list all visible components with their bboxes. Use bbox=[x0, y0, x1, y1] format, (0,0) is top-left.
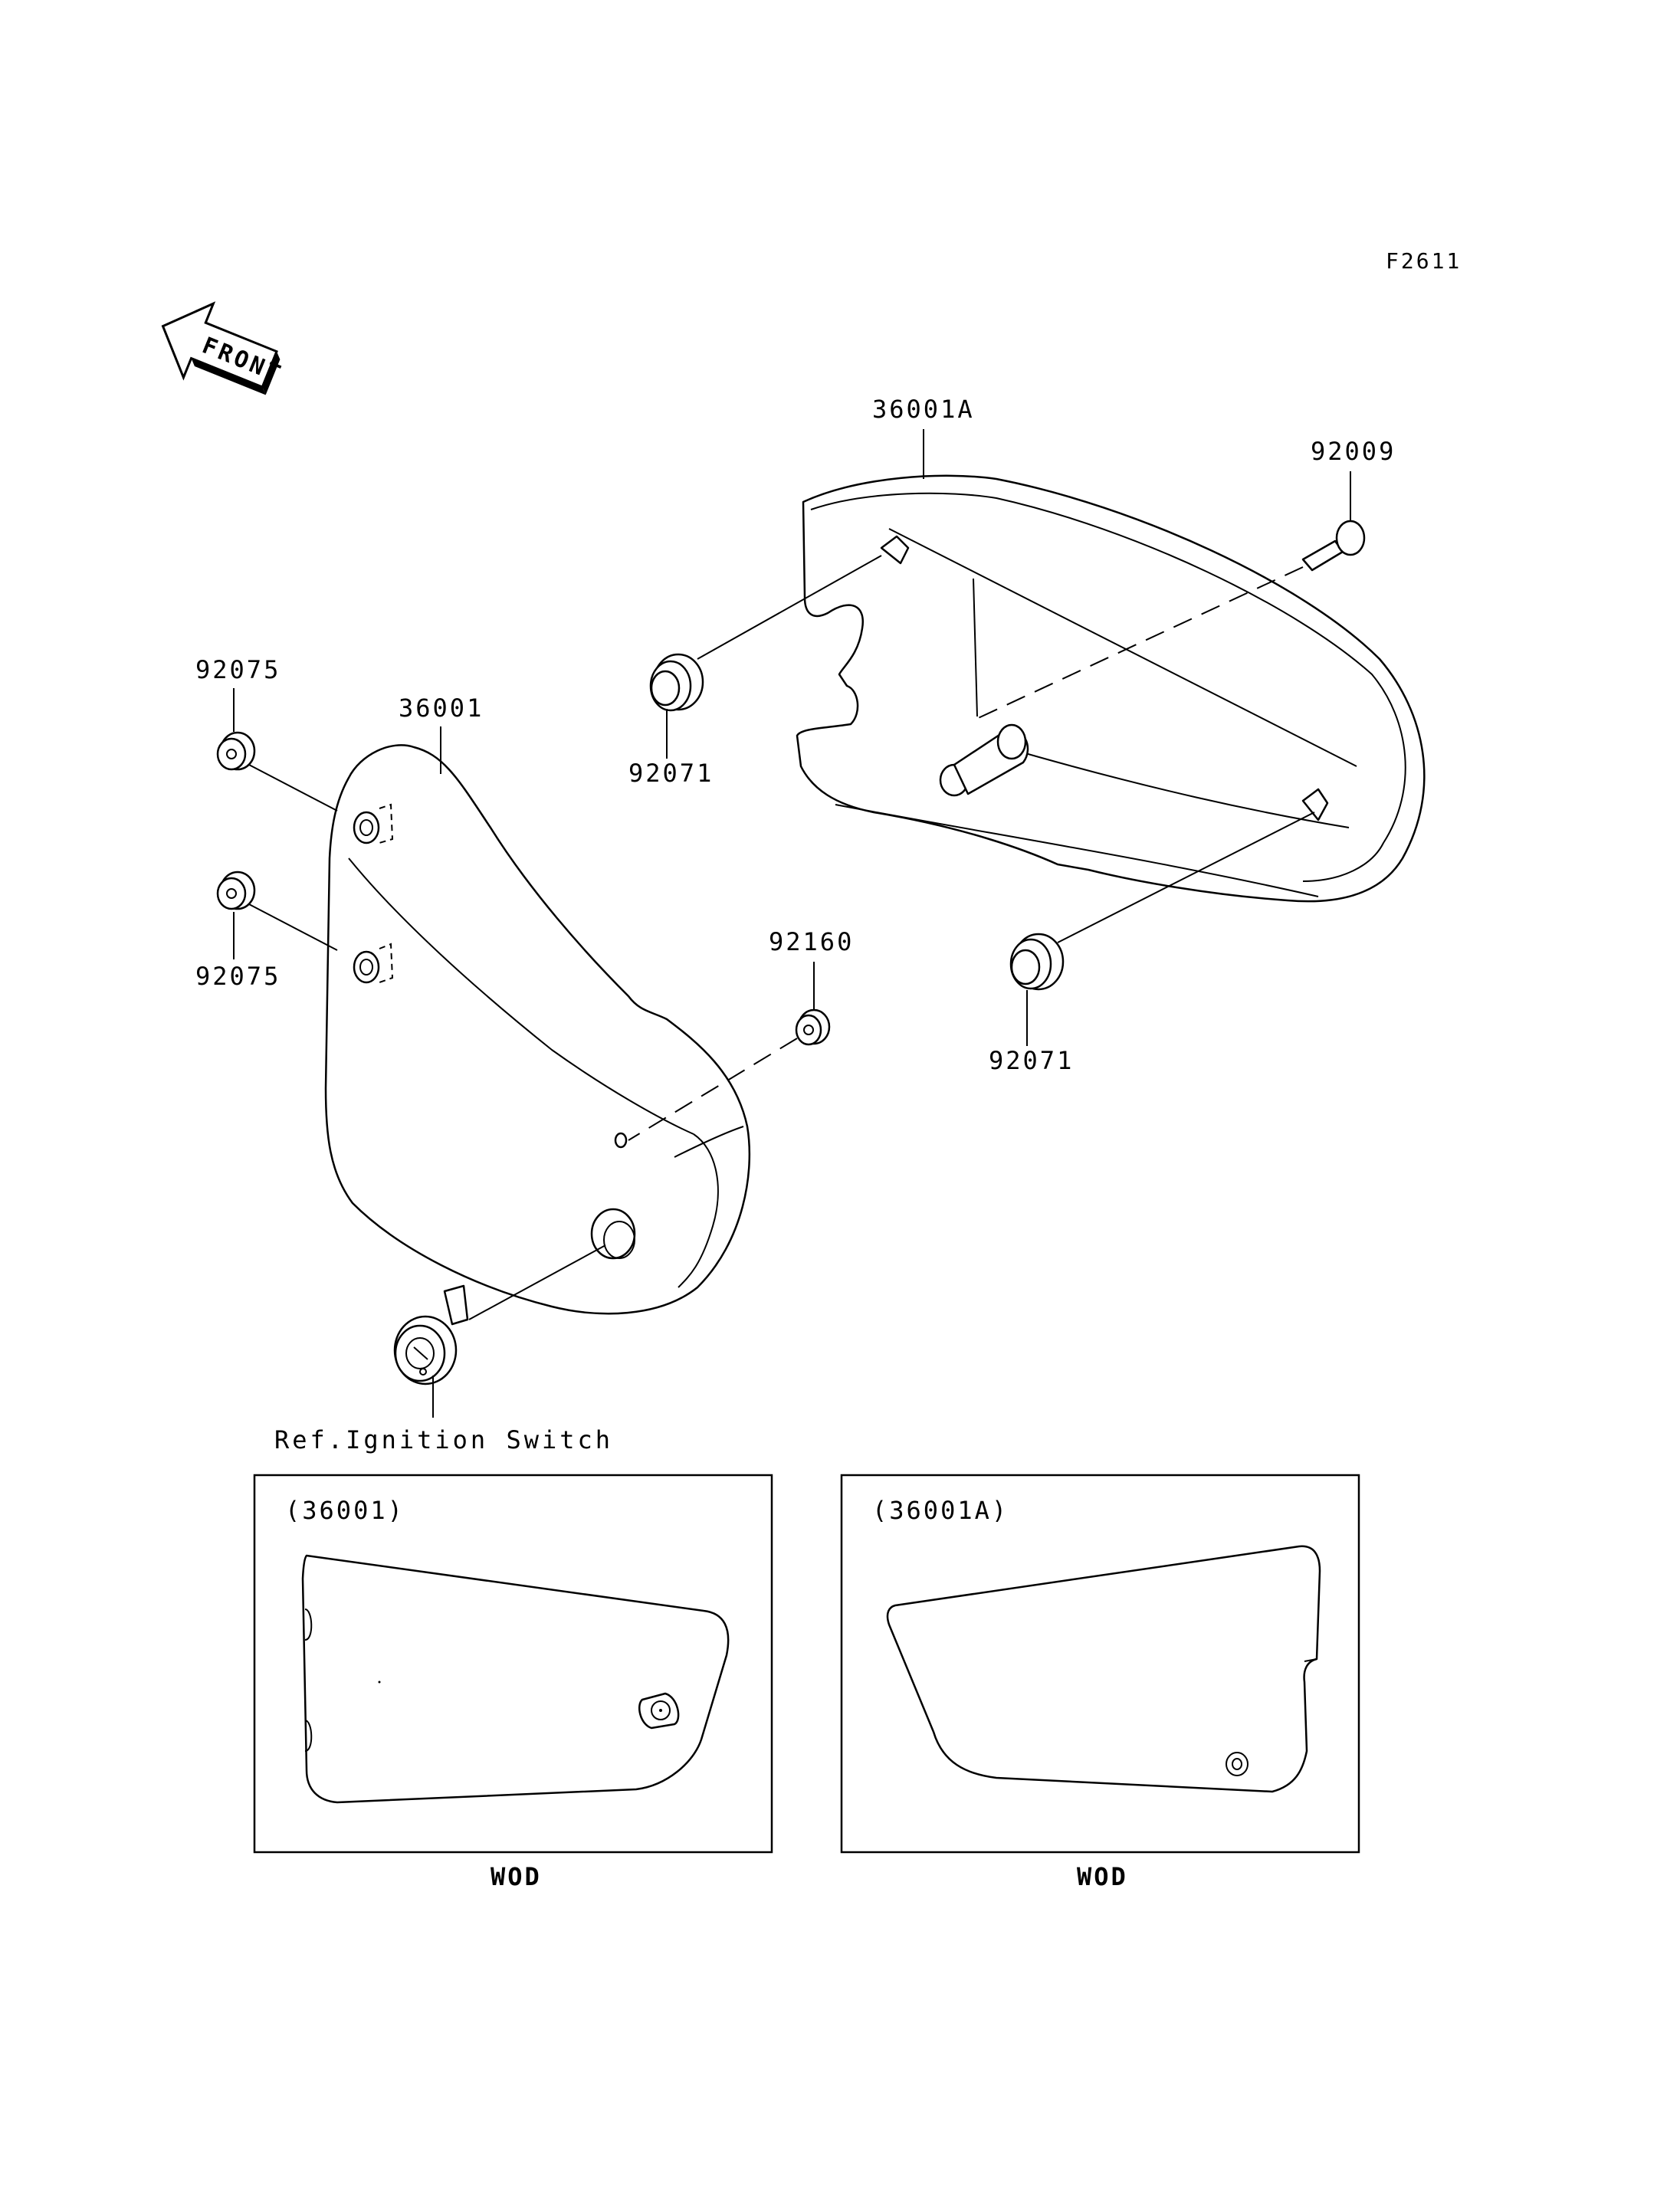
grommet-92071-lower bbox=[1009, 933, 1065, 991]
inset-36001A-caption: WOD bbox=[1077, 1862, 1128, 1891]
side-cover-right bbox=[796, 474, 1426, 903]
grommet-92075-upper bbox=[216, 731, 256, 771]
side-cover-left bbox=[324, 744, 751, 1315]
inset-36001-caption: WOD bbox=[491, 1862, 542, 1891]
callout-92160: 92160 bbox=[769, 927, 854, 956]
bolt-92009 bbox=[1301, 520, 1366, 572]
callout-92009: 92009 bbox=[1311, 437, 1396, 466]
callout-92075-upper: 92075 bbox=[195, 655, 281, 684]
callout-36001: 36001 bbox=[399, 694, 484, 723]
callout-36001A: 36001A bbox=[872, 395, 975, 424]
inset-36001: (36001) bbox=[253, 1474, 773, 1854]
grommet-92071-upper bbox=[649, 653, 704, 712]
callout-92071-upper: 92071 bbox=[628, 759, 714, 788]
grommet-92160 bbox=[795, 1008, 831, 1046]
inset-36001A-label: (36001A) bbox=[872, 1496, 1009, 1525]
figure-code: F2611 bbox=[1386, 248, 1462, 274]
ignition-switch bbox=[393, 1284, 469, 1385]
front-arrow-icon: FRONT bbox=[161, 301, 287, 395]
callout-92075-lower: 92075 bbox=[195, 962, 281, 991]
callout-92071-lower: 92071 bbox=[989, 1046, 1074, 1075]
inset-36001-label: (36001) bbox=[285, 1496, 405, 1525]
grommet-92075-lower bbox=[216, 871, 256, 910]
inset-36001A: (36001A) bbox=[840, 1474, 1360, 1854]
callout-ignition-ref: Ref.Ignition Switch bbox=[274, 1425, 613, 1454]
